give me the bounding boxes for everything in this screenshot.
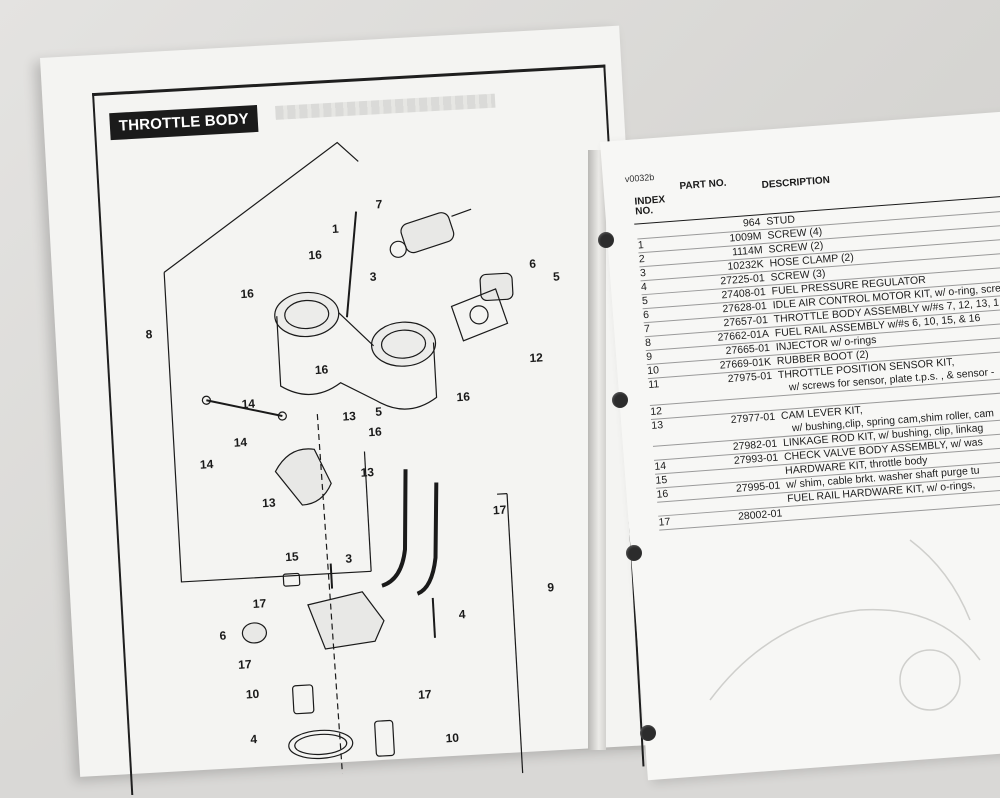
callout-12: 12 (529, 350, 543, 365)
callout-6b: 6 (219, 628, 227, 642)
fuel-rail (307, 591, 385, 650)
header-part-no: PART NO. (679, 177, 727, 193)
callout-15: 15 (285, 549, 299, 564)
pressure-regulator (241, 622, 268, 644)
book-spine (588, 150, 606, 750)
iac-motor (400, 212, 455, 254)
callout-17d: 17 (418, 687, 432, 702)
callout-10b: 10 (445, 731, 459, 746)
callout-14c: 14 (200, 457, 214, 472)
tps-sensor (479, 272, 514, 302)
callout-3b: 3 (345, 551, 353, 565)
gasket (450, 288, 509, 342)
header-description: DESCRIPTION (761, 174, 831, 191)
callout-3c: 4 (458, 607, 466, 621)
binder-hole (640, 725, 656, 741)
callout-1: 1 (332, 222, 340, 236)
callout-5: 5 (553, 269, 561, 283)
callout-16d: 16 (456, 390, 470, 405)
rail-bracket (506, 493, 524, 774)
callout-17: 17 (493, 503, 507, 518)
callout-13c: 13 (262, 496, 276, 511)
parts-table: 964 STUD 1 1009M SCREW (4) 2 1114M SCREW… (636, 195, 1000, 531)
binder-hole (598, 232, 614, 248)
callout-8: 8 (145, 327, 153, 341)
callout-14: 14 (241, 397, 255, 412)
fuel-line-b (416, 482, 439, 596)
callout-14b: 14 (233, 435, 247, 450)
binder-hole (612, 392, 628, 408)
hose-clamp (288, 729, 354, 760)
callout-16: 16 (308, 248, 322, 263)
callout-13: 13 (342, 409, 356, 424)
callout-16b: 16 (240, 286, 254, 301)
figure-ref-code: v0032b (624, 172, 655, 185)
exploded-parts-diagram: 7 1 16 16 6 5 3 8 12 16 14 16 13 5 16 14… (145, 141, 561, 774)
callout-16e: 16 (368, 424, 382, 439)
callout-4: 4 (250, 732, 258, 746)
bleed-through-sketch (709, 539, 981, 711)
callout-3: 3 (369, 270, 377, 284)
throttle-bore-left (274, 291, 340, 338)
left-page: THROTTLE BODY (40, 25, 660, 796)
diagram-frame: THROTTLE BODY (92, 64, 645, 796)
callout-17b: 17 (252, 596, 266, 611)
header-index: INDEX NO. (634, 194, 666, 218)
callout-13b: 13 (360, 465, 374, 480)
check-valve (282, 572, 301, 587)
injector (292, 684, 315, 715)
callout-9: 9 (547, 580, 555, 594)
callout-10: 10 (245, 687, 259, 702)
callout-16c: 16 (314, 362, 328, 377)
throttle-bore-right (370, 321, 437, 367)
linkage-rod (206, 399, 283, 418)
assembly-bracket (163, 272, 372, 583)
binder-hole (626, 545, 642, 561)
callout-7: 7 (375, 197, 383, 211)
fuel-line-a (381, 469, 408, 588)
parts-table-header: INDEX NO. PART NO. DESCRIPTION (633, 156, 1000, 218)
callout-5b: 5 (375, 404, 383, 418)
cam-lever (274, 448, 332, 506)
callout-6: 6 (529, 257, 537, 271)
callout-17c: 17 (238, 657, 252, 672)
